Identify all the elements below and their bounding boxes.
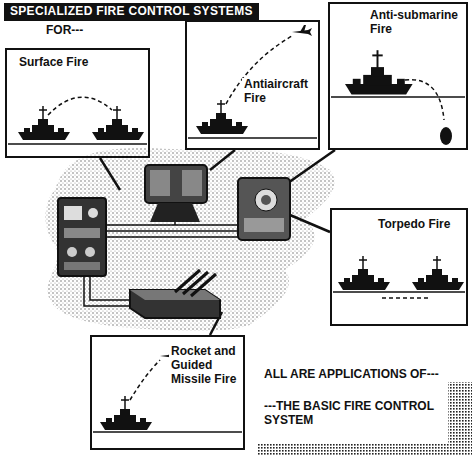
- footer-label: ALL ARE APPLICATIONS OF---: [262, 368, 466, 382]
- panel-label: Anti-submarine Fire: [368, 9, 464, 37]
- panel-label: Rocket and Guided Missile Fire: [169, 345, 241, 386]
- footer-label: ---THE BASIC FIRE CONTROL SYSTEM: [262, 400, 448, 428]
- director: [145, 165, 207, 222]
- panel-label: Torpedo Fire: [376, 218, 452, 232]
- intro-label: FOR---: [44, 24, 85, 38]
- scene-panel: Torpedo Fire: [330, 208, 468, 326]
- panel-label: Surface Fire: [17, 56, 90, 70]
- panel-label: Antiaircraft Fire: [242, 78, 316, 106]
- launcher: [130, 270, 220, 318]
- title-banner: SPECIALIZED FIRE CONTROL SYSTEMS: [4, 3, 259, 21]
- console: [58, 198, 106, 276]
- scene-panel: Surface Fire: [5, 48, 150, 158]
- scene-panel: Antiaircraft Fire: [185, 20, 320, 150]
- computer: [238, 178, 290, 240]
- scene-panel: Anti-submarine Fire: [328, 2, 468, 150]
- scene-panel: Rocket and Guided Missile Fire: [90, 335, 245, 450]
